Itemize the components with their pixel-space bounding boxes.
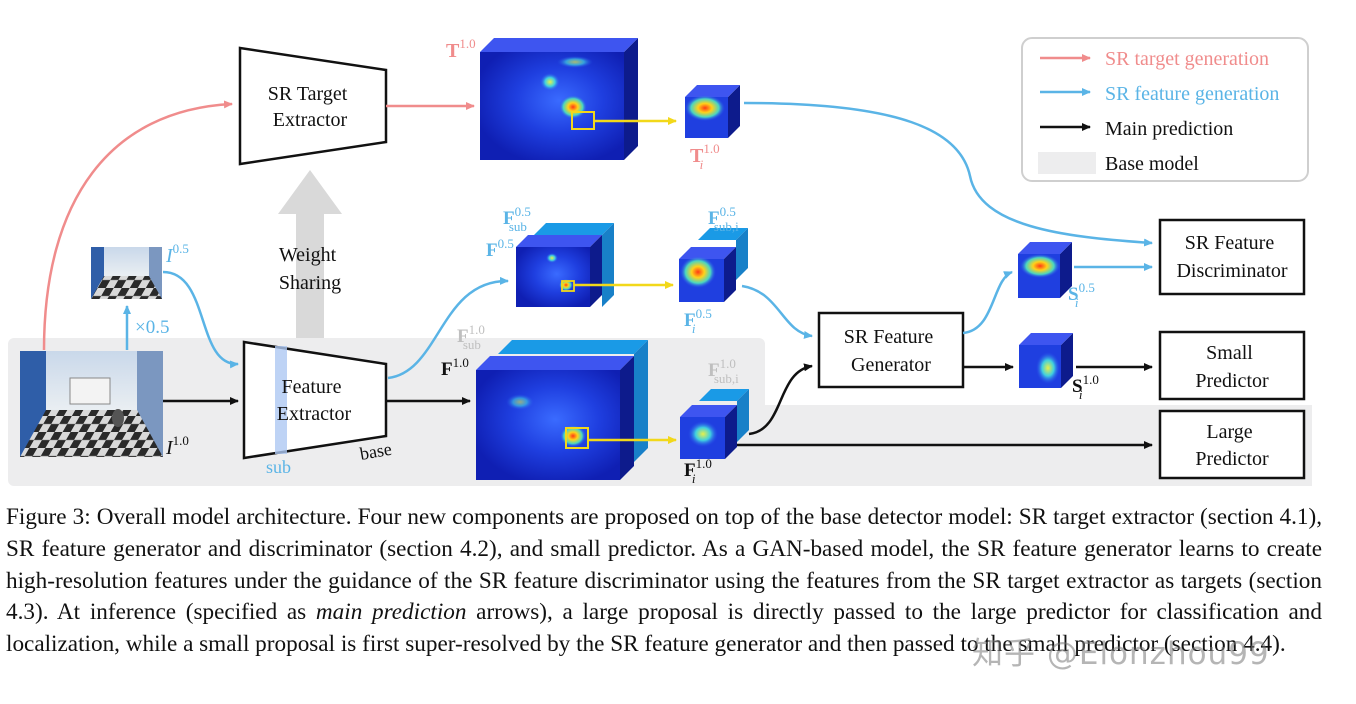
feature-map-F10 — [476, 340, 648, 480]
label-sub: sub — [266, 457, 291, 477]
legend: SR target generation SR feature generati… — [1021, 37, 1309, 182]
svg-text:Small Predictor: Small Predictor — [1195, 342, 1269, 392]
caption-figure-label: Figure 3: — [6, 504, 91, 530]
sr-feature-generator: SR Feature Generator — [817, 311, 965, 389]
legend-base-swatch — [1038, 152, 1096, 174]
feature-cube-Si05 — [1018, 242, 1072, 298]
architecture-diagram: SR target generation SR feature generati… — [8, 36, 1312, 486]
sr-target-extractor: SR Target Extractor — [238, 46, 388, 166]
arrow-I05-to-extractor — [162, 270, 239, 369]
arrow-Ti-to-discriminator — [743, 101, 1153, 247]
small-predictor: Small Predictor — [1158, 330, 1306, 401]
feature-map-F05 — [516, 223, 614, 307]
legend-main-prediction: Main prediction — [1105, 118, 1233, 140]
arrow-Fi05-to-generator — [741, 284, 813, 339]
weight-sharing-arrow: Weight Sharing — [278, 170, 342, 338]
label-I05: I0.5 — [165, 241, 189, 267]
input-image-half — [91, 247, 162, 299]
large-predictor: Large Predictor — [1158, 409, 1306, 480]
feature-map-T — [480, 38, 638, 160]
caption-text-2: arrows), a large proposal is directly pa… — [6, 599, 1322, 658]
arrow-generator-to-Si05 — [962, 270, 1013, 335]
feature-extractor: Feature Extractor — [242, 340, 388, 460]
caption-italic: main prediction — [315, 599, 467, 626]
legend-sr-target: SR target generation — [1105, 48, 1269, 70]
label-I10: I1.0 — [165, 433, 189, 459]
arrow-target-input — [42, 100, 233, 351]
feature-cube-Ti — [685, 85, 740, 138]
svg-text:SR Feature Generator: SR Feature Generator — [844, 326, 938, 376]
scale-label: ×0.5 — [135, 317, 169, 338]
legend-base-model: Base model — [1105, 153, 1199, 175]
feature-cube-Fi05 — [679, 228, 748, 302]
arrow-extractor-to-F05 — [387, 276, 509, 380]
input-image-full — [20, 351, 163, 457]
sr-feature-discriminator: SR Feature Discriminator — [1158, 218, 1306, 296]
figure-caption: Figure 3: Overall model architecture. Fo… — [6, 502, 1322, 661]
legend-sr-feature: SR feature generation — [1105, 83, 1279, 105]
svg-text:SR Target Extractor: SR Target Extractor — [268, 83, 353, 131]
svg-text:Feature Extractor: Feature Extractor — [277, 376, 352, 425]
label-F05: F0.5 — [486, 236, 514, 261]
svg-text:Weight Sharing: Weight Sharing — [279, 244, 341, 294]
feature-cube-Si10 — [1019, 333, 1073, 388]
caption-text-1: Overall model architecture. Four new com… — [6, 504, 1323, 626]
arrow-Fi10-to-generator — [748, 363, 813, 436]
svg-text:Large Predictor: Large Predictor — [1195, 421, 1269, 470]
label-T: T1.0 — [446, 36, 476, 62]
watermark: 知乎 @Elonzhou99 — [972, 636, 1270, 672]
label-F10: F1.0 — [441, 355, 469, 380]
feature-cube-Fi10 — [680, 389, 749, 459]
svg-text:SR Feature Discriminator: SR Feature Discriminator — [1176, 232, 1287, 282]
